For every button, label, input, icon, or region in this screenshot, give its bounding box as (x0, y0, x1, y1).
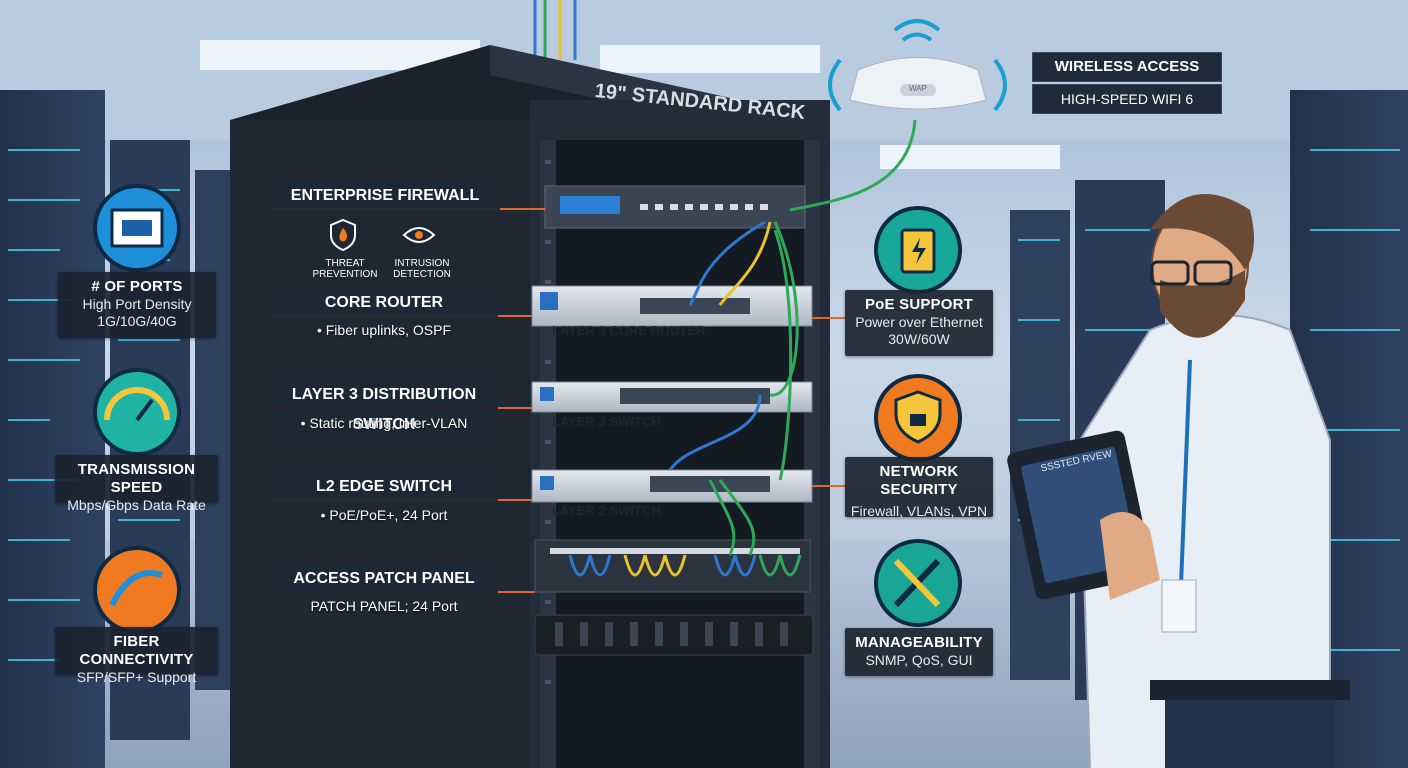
callout-core-router-title: CORE ROUTER (270, 288, 498, 318)
feature-fiber: FIBER CONNECTIVITY SFP/SFP+ Support (55, 627, 218, 685)
callout-patch-title: ACCESS PATCH PANEL (270, 564, 498, 594)
ceiling-light (880, 145, 1060, 169)
wap-subtitle: HIGH-SPEED WIFI 6 (1032, 84, 1222, 114)
patch-panel-device (534, 539, 811, 593)
callout-edge-title: L2 EDGE SWITCH (270, 472, 498, 502)
eye-scan-icon (402, 227, 436, 243)
feature-security: NETWORK SECURITY Firewall, VLANs, VPN (845, 457, 993, 519)
feature-speed: TRANSMISSION SPEED Mbps/Gbps Data Rate (55, 455, 218, 513)
feature-ports: # OF PORTS High Port Density 1G/10G/40G (58, 272, 216, 338)
core-router-device-label: LAYER 3 CORE ROUTER (552, 323, 706, 338)
callout-distribution-sub: • Static routing, inter-VLAN (300, 415, 468, 431)
left-feature-icons (93, 184, 181, 634)
right-feature-icons (874, 206, 962, 627)
technician-illustration (1007, 194, 1350, 768)
ceiling-light (600, 45, 820, 73)
callout-core-router-sub: • Fiber uplinks, OSPF (316, 322, 452, 338)
feature-poe: PoE SUPPORT Power over Ethernet 30W/60W (845, 290, 993, 356)
callout-firewall-title: ENTERPRISE FIREWALL (270, 181, 500, 211)
callout-patch-sub: PATCH PANEL; 24 Port (310, 598, 458, 614)
patch-cables (568, 119, 917, 577)
core-router-device (531, 285, 813, 327)
cable-manager (534, 614, 814, 656)
l2-switch-device-label: LAYER 2 SWITCH (552, 503, 661, 518)
layer3-switch-device (531, 381, 813, 413)
callout-distribution-title: LAYER 3 DISTRIBUTION SWITCH (270, 380, 498, 440)
l3-switch-device-label: LAYER 3 SWITCH (552, 414, 661, 429)
callout-edge-sub: • PoE/PoE+, 24 Port (320, 507, 448, 523)
wireless-access-point (828, 19, 1007, 112)
wap-device-label: WAP (909, 84, 927, 93)
feature-manageability: MANAGEABILITY SNMP, QoS, GUI (845, 628, 993, 676)
layer2-switch-device (531, 469, 813, 503)
wap-title: WIRELESS ACCESS POINT (1032, 52, 1222, 103)
fire-shield-icon (330, 218, 356, 252)
firewall-device (544, 185, 806, 229)
overhead-cables (533, 0, 577, 60)
